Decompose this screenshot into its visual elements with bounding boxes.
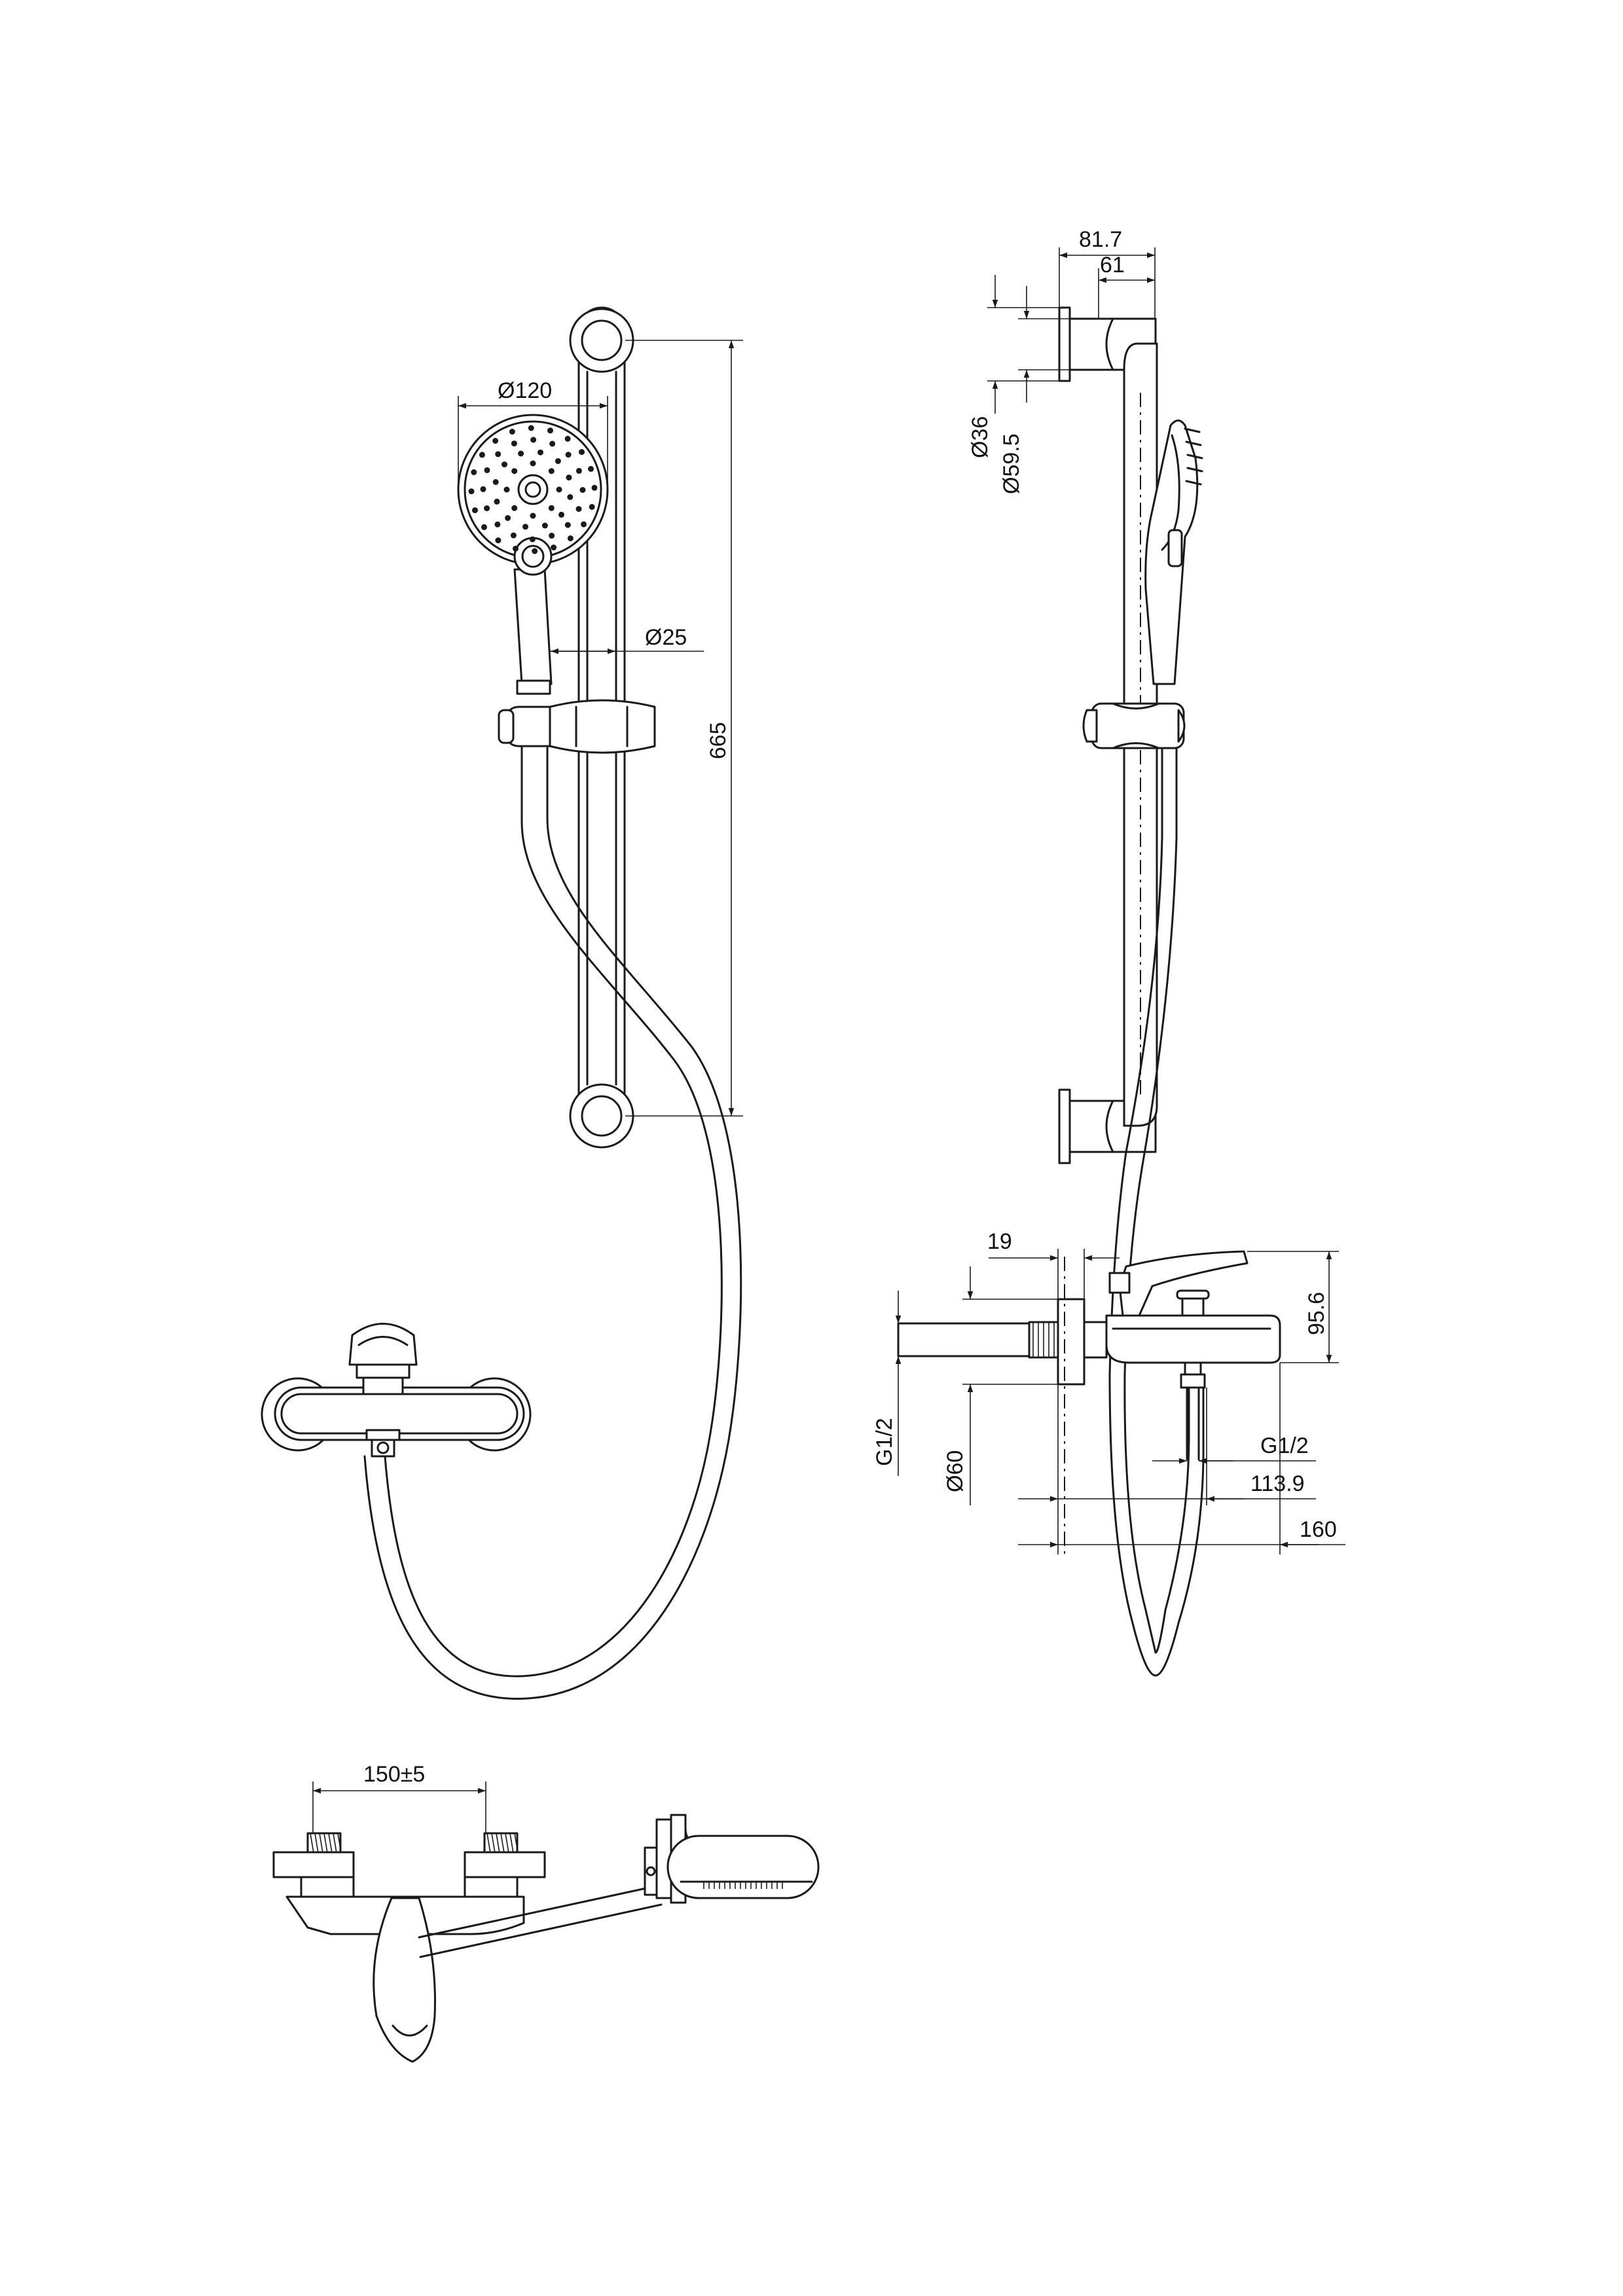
dim-escutcheon-depth: 19 [987, 1229, 1012, 1254]
dim-bracket-diameter-small: Ø36 [968, 416, 993, 458]
dim-bar-diameter: Ø25 [645, 625, 687, 650]
spray-nozzles [468, 425, 598, 554]
dim-inlet-centres: 150±5 [363, 1762, 425, 1787]
dim-handshower-diameter: Ø120 [498, 378, 552, 403]
dim-outlet-thread: G1/2 [1260, 1433, 1309, 1458]
inlet-threads [310, 1833, 519, 1854]
front-view-slider [498, 699, 656, 754]
front-view-mixer [261, 1323, 532, 1458]
side-view-mixer [897, 1250, 1281, 1558]
plan-view-mixer [272, 1814, 820, 2063]
dim-inlet-thread: G1/2 [872, 1418, 897, 1466]
dimension-lines [312, 247, 1345, 1833]
dim-escutcheon-diameter: Ø60 [943, 1450, 968, 1492]
dim-mixer-height: 95.6 [1304, 1292, 1329, 1335]
front-view-hand-shower [457, 414, 609, 695]
dim-wall-offset-bar: 61 [1100, 253, 1125, 278]
front-view-hose [363, 745, 742, 1700]
side-view-slide-bar [1058, 306, 1205, 1677]
dim-total-projection: 160 [1300, 1517, 1337, 1542]
dim-wall-offset-total: 81.7 [1079, 227, 1122, 252]
dimension-labels: Ø120 665 Ø25 81.7 61 Ø36 Ø59.5 19 95.6 G… [363, 227, 1337, 1787]
dim-spout-projection: 113.9 [1250, 1471, 1305, 1496]
dim-slide-bar-length: 665 [706, 722, 731, 759]
dim-bracket-diameter-large: Ø59.5 [999, 433, 1024, 494]
head-face-nozzles [703, 1882, 783, 1889]
